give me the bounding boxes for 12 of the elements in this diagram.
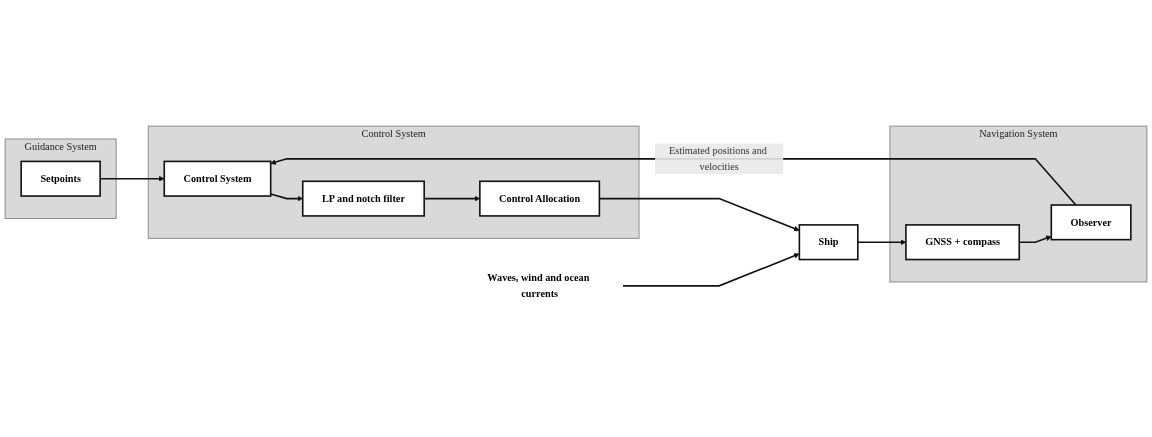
node-box: Ship (798, 224, 859, 261)
node-box: Observer (1050, 204, 1132, 241)
node-box: LP and notch filter (301, 180, 425, 217)
arrow (270, 158, 1077, 206)
arrow (622, 253, 800, 287)
node-box: Setpoints (20, 160, 101, 197)
node-box: GNSS + compass (905, 224, 1021, 261)
node-box: Control System (163, 160, 272, 197)
node-box: Control Allocation (479, 180, 601, 217)
node-text: Waves, wind and ocean currents (487, 272, 590, 299)
edge-label: Estimated positions and velocities (668, 145, 767, 172)
arrow (269, 193, 303, 202)
